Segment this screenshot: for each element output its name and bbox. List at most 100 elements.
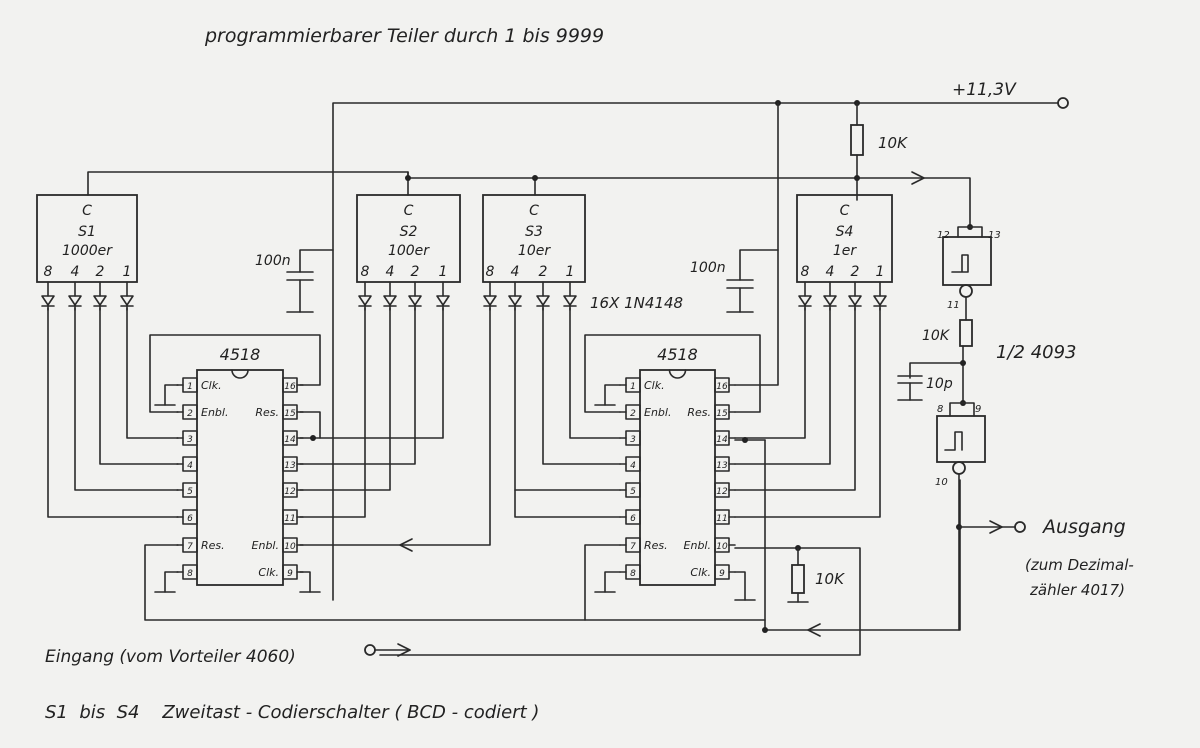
pin-number: 5 [187,487,193,497]
switch-c: C [404,203,414,219]
cap-label: 100n [690,260,726,276]
bit-label: 1 [566,264,575,280]
pin-function-label: Enbl. [684,539,711,552]
pin-number: 10 [716,542,728,552]
pin-number: 12 [284,487,296,497]
switch-decade: 1er [833,243,858,259]
pin-number: 7 [187,542,193,552]
pin-function-label: Res. [255,406,279,419]
bit-label: 4 [386,264,395,280]
pin-number: 9 [719,569,725,579]
bit-label: 2 [851,264,860,280]
output-terminal[interactable]: Ausgang (zum Dezimal- zähler 4017) [958,516,1134,599]
switch-name: S4 [836,224,854,240]
pin-label: 8 [937,404,943,415]
schmitt-gate-1 [942,236,992,286]
diodes-label: 16X 1N4148 [590,294,683,312]
pin-function-label: Res. [201,539,225,552]
switch-name: S2 [400,224,418,240]
pin-function-label: Res. [687,406,711,419]
pin-number: 11 [284,514,295,524]
pin-number: 1 [187,382,193,392]
pullup-resistor-label: 10K [878,134,908,152]
pin-number: 3 [630,435,636,445]
switch-c: C [529,203,539,219]
switch-name: S1 [78,224,96,240]
gate-resistor-label: 10K [922,328,951,344]
bit-label: 8 [801,264,810,280]
pin-label: 13 [988,230,1001,241]
pin-number: 8 [630,569,636,579]
pin-function-label: Enbl. [252,539,279,552]
pin-function-label: Clk. [644,379,665,392]
bit-label: 1 [123,264,132,280]
gate-cap-label: 10p [926,376,953,392]
ic-name: 4518 [220,345,261,364]
pin-number: 7 [630,542,636,552]
switch-decade: 100er [388,243,430,259]
pin-number: 16 [284,382,296,392]
pin-label: 10 [935,477,948,488]
pin-function-label: Enbl. [201,406,228,419]
pin-function-label: Clk. [201,379,222,392]
pin-number: 16 [716,382,728,392]
output-note: zähler 4017) [1029,581,1125,599]
pin-function-label: Enbl. [644,406,671,419]
switch-decade: 10er [518,243,551,259]
bit-label: 4 [826,264,835,280]
bit-label: 8 [44,264,53,280]
pin-label: 12 [937,230,950,241]
bit-label: 2 [539,264,548,280]
switch-c: C [82,203,92,219]
title: programmierbarer Teiler durch 1 bis 9999 [204,25,604,47]
schmitt-gate-2 [936,415,986,463]
pin-number: 2 [187,409,193,419]
pin-number: 3 [187,435,193,445]
pin-function-label: Res. [644,539,668,552]
switch-name: S3 [525,224,543,240]
pin-number: 9 [287,569,293,579]
pin-number: 2 [630,409,636,419]
pin-number: 11 [716,514,727,524]
bit-label: 8 [361,264,370,280]
pin-number: 15 [716,409,728,419]
pin-number: 14 [716,435,728,445]
pin-number: 4 [187,461,193,471]
schmitt-gate-section: 12 13 11 10K 1/2 4093 10p 8 9 10 [897,224,1077,631]
supply-rail: +11,3V [332,80,1069,631]
input-terminal[interactable]: Eingang (vom Vorteiler 4060) [45,643,411,667]
pin-number: 4 [630,461,636,471]
pin-label: 9 [975,404,981,415]
output-note: (zum Dezimal- [1025,556,1134,574]
capacitor-100n-2: 100n [690,249,779,313]
bit-label: 4 [511,264,520,280]
supply-label: +11,3V [952,80,1017,100]
pin-function-label: Clk. [690,566,711,579]
pullup-resistor: 10K [850,102,908,201]
bcd-wires [47,307,881,552]
bit-label: 2 [96,264,105,280]
switch-c: C [840,203,850,219]
pin-number: 10 [284,542,296,552]
pin-number: 15 [284,409,296,419]
bit-label: 1 [439,264,448,280]
switch-decade: 1000er [62,243,113,259]
ic-name: 4518 [657,345,698,364]
common-line [87,171,971,226]
bit-label: 8 [486,264,495,280]
gate-part-label: 1/2 4093 [996,342,1077,363]
pin-label: 11 [947,300,960,311]
pin-number: 5 [630,487,636,497]
pin-number: 13 [284,461,296,471]
output-label: Ausgang [1041,516,1126,538]
pin-function-label: Clk. [258,566,279,579]
pin-number: 12 [716,487,728,497]
pin-number: 14 [284,435,296,445]
